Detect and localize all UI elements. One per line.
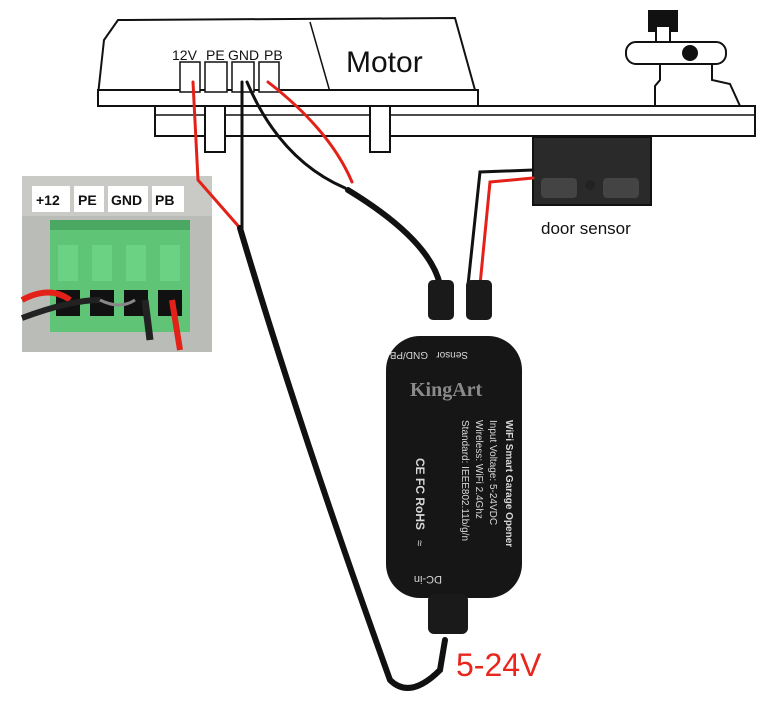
- device-spec-wireless: Wireless: WiFi 2.4Ghz: [473, 420, 484, 519]
- device-brand: KingArt: [410, 379, 483, 401]
- port-gnd-pb-label: GND/PB: [389, 349, 428, 360]
- inset-label-12: +12: [36, 192, 60, 208]
- wires: [191, 80, 535, 691]
- kingart-device: [386, 280, 522, 634]
- door-sensor-label: door sensor: [541, 219, 631, 238]
- inset-label-pe: PE: [78, 192, 97, 208]
- device-spec-voltage: Input Voltage: 5-24VDC: [487, 420, 498, 525]
- door-sensor-body: [532, 136, 652, 206]
- terminal-pe-label: PE: [206, 47, 225, 63]
- terminal-12v-label: 12V: [172, 47, 198, 63]
- motor-title: Motor: [346, 46, 423, 79]
- device-spec-standard: Standard: IEEE802.11b/g/n: [459, 420, 470, 541]
- terminal-pb-label: PB: [264, 47, 283, 63]
- port-sensor-label: Sensor: [436, 349, 468, 360]
- device-certs: CE FC RoHS: [413, 458, 427, 530]
- power-voltage-label: 5-24V: [456, 647, 542, 683]
- door-track: [490, 10, 755, 107]
- terminal-inset-photo: [20, 176, 212, 352]
- device-spec-title: WiFi Smart Garage Opener: [503, 420, 514, 547]
- wifi-icon: ≈: [413, 540, 425, 546]
- port-dc-in-label: DC-in: [414, 573, 442, 585]
- terminal-gnd-label: GND: [228, 47, 259, 63]
- inset-label-pb: PB: [155, 192, 174, 208]
- inset-label-gnd: GND: [111, 192, 142, 208]
- motor-housing: [96, 16, 756, 153]
